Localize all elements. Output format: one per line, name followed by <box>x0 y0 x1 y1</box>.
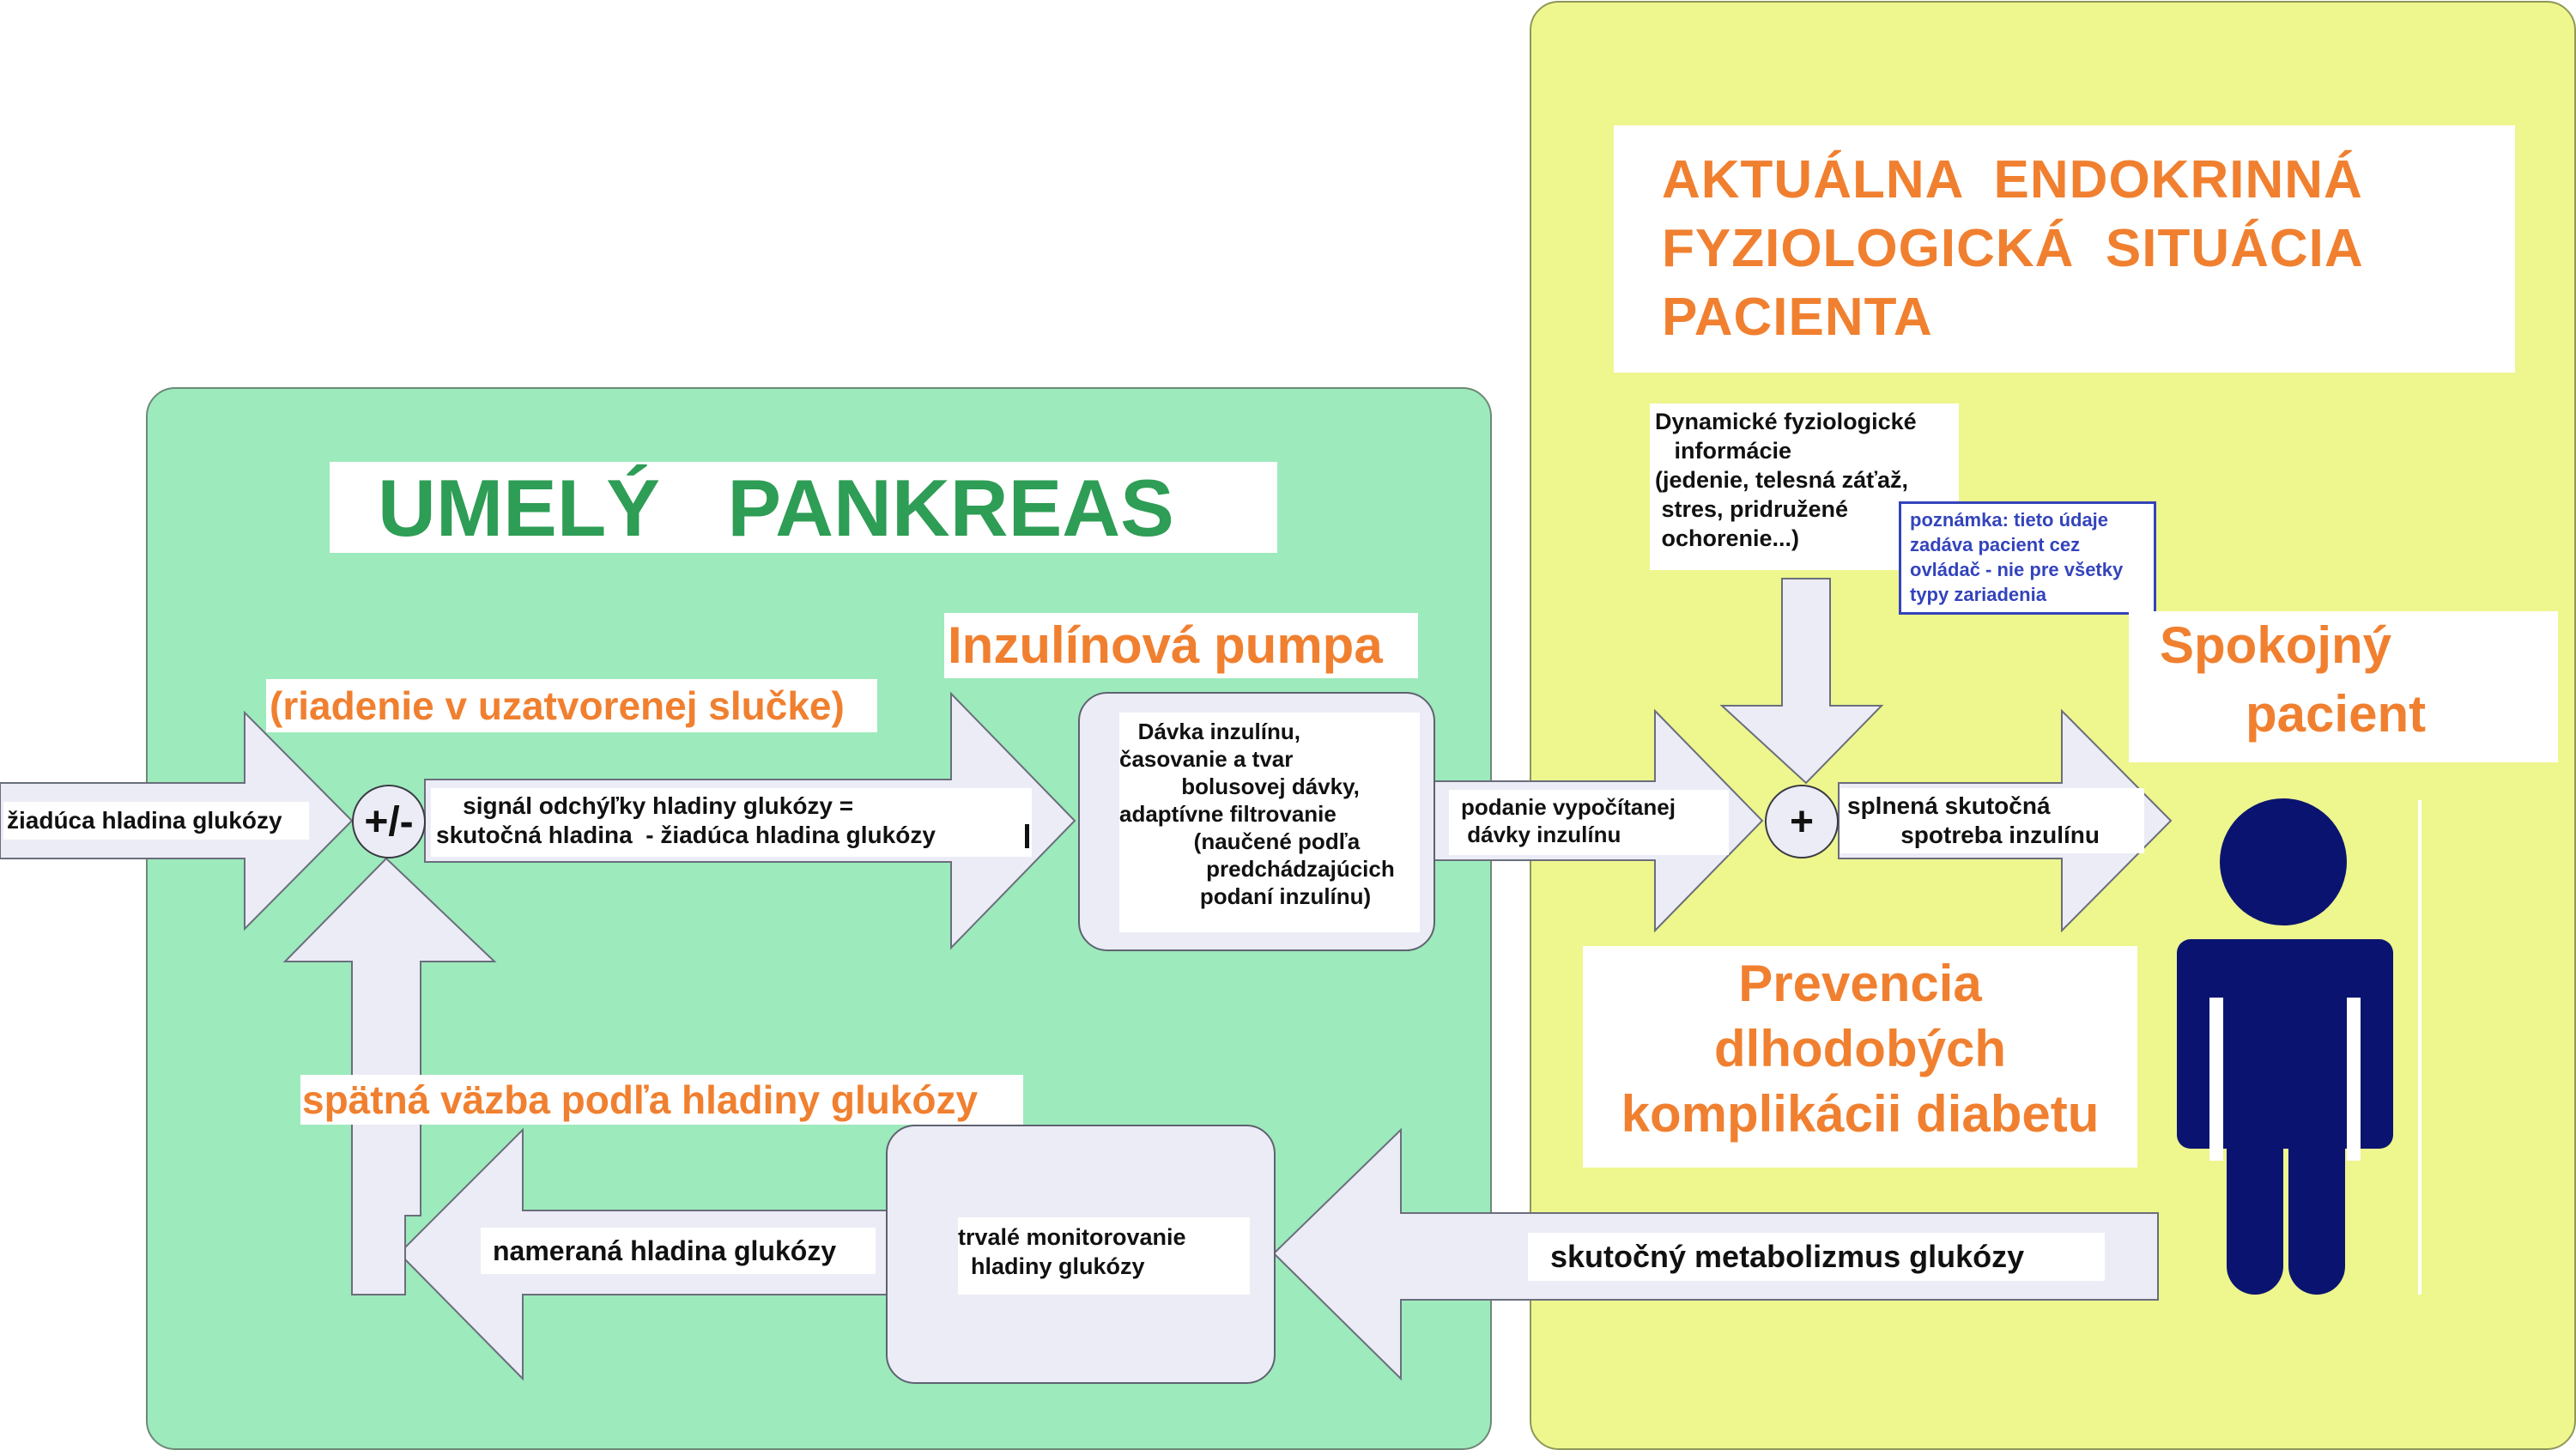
desired-glucose-label: žiadúca hladina glukózy <box>3 802 309 840</box>
glucose-metabolism-label: skutočný metabolizmus glukózy <box>1528 1233 2105 1281</box>
artificial-pancreas-title-box: UMELÝ PANKREAS <box>330 462 1277 553</box>
patient-situation-title: AKTUÁLNA ENDOKRINNÁ FYZIOLOGICKÁ SITUÁCI… <box>1662 150 2364 347</box>
patient-situation-title-box: AKTUÁLNA ENDOKRINNÁ FYZIOLOGICKÁ SITUÁCI… <box>1614 125 2515 373</box>
closed-loop-label: (riadenie v uzatvorenej slučke) <box>266 679 877 732</box>
continuous-monitoring-text: trvalé monitorovanie hladiny glukózy <box>958 1217 1250 1295</box>
prevention-box: Prevencia dlhodobých komplikácii diabetu <box>1583 946 2137 1168</box>
feedback-label: spätná väzba podľa hladiny glukózy <box>300 1075 1023 1125</box>
prevention-label: Prevencia dlhodobých komplikácii diabetu <box>1621 955 2100 1143</box>
person-figure-icon <box>2177 798 2393 1295</box>
sum-plus-symbol: + <box>1789 798 1815 845</box>
patient-note: poznámka: tieto údaje zadáva pacient cez… <box>1899 501 2156 615</box>
measured-glucose-label: nameraná hladina glukózy <box>481 1228 876 1274</box>
continuous-monitoring-box: trvalé monitorovanie hladiny glukózy <box>886 1125 1276 1384</box>
satisfied-patient-label: Spokojný pacient <box>2129 611 2558 762</box>
sum-junction-plus: + <box>1765 785 1839 858</box>
error-signal-tick <box>1025 824 1029 848</box>
error-signal-label: signál odchýľky hladiny glukózy = skutoč… <box>431 788 1032 857</box>
administer-insulin-label: podanie vypočítanej dávky inzulínu <box>1449 790 1729 855</box>
sum-junction-symbol: +/- <box>364 798 414 845</box>
insulin-pump-label: Inzulínová pumpa <box>944 613 1418 678</box>
insulin-pump-box: Dávka inzulínu, časovanie a tvar bolusov… <box>1078 692 1435 951</box>
artificial-pancreas-title: UMELÝ PANKREAS <box>378 463 1174 553</box>
arrow-dynamic-info <box>1719 578 1884 785</box>
sum-junction-plus-minus: +/- <box>352 785 426 858</box>
insulin-dose-text: Dávka inzulínu, časovanie a tvar bolusov… <box>1119 713 1420 932</box>
insulin-consumption-label: splnená skutočná spotreba inzulínu <box>1840 788 2144 853</box>
